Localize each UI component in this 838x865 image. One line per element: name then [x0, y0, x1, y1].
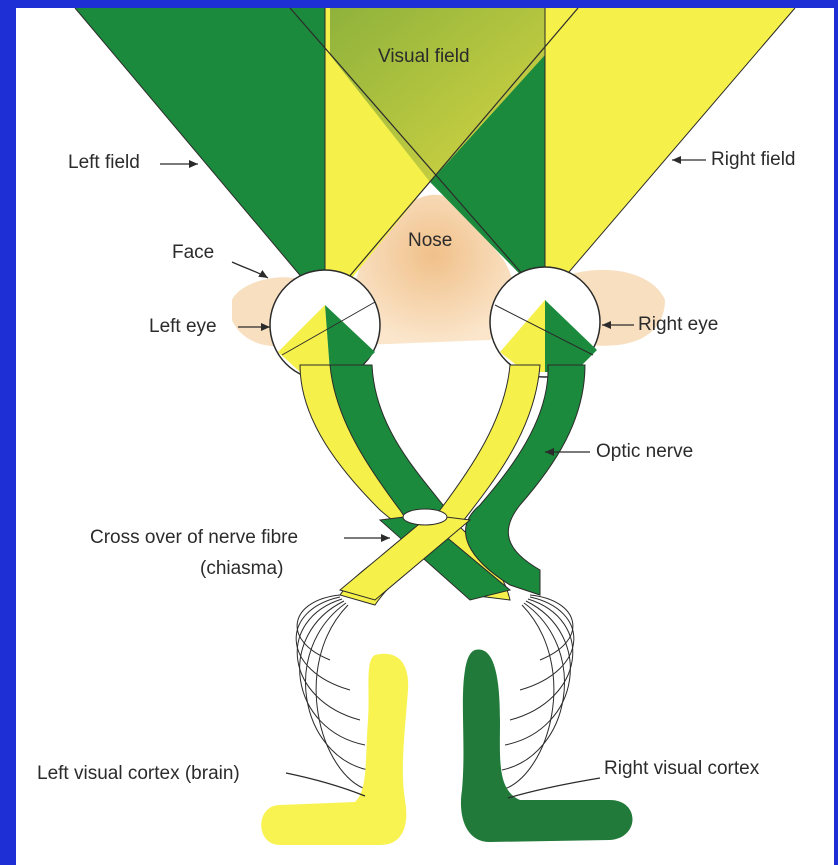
face-label: Face	[172, 242, 214, 263]
nose-label: Nose	[408, 230, 452, 251]
left-field-label: Left field	[68, 152, 140, 173]
left-eye-label: Left eye	[149, 316, 217, 337]
right-eye-label: Right eye	[638, 314, 718, 335]
left-eye-icon	[270, 270, 380, 380]
chiasma-label-line1: Cross over of nerve fibre	[90, 527, 298, 548]
visual-field-label: Visual field	[378, 46, 470, 67]
right-eye-icon	[490, 267, 600, 377]
left-cortex-label: Left visual cortex (brain)	[37, 763, 240, 784]
chiasma-label-line2: (chiasma)	[200, 558, 283, 579]
right-field-label: Right field	[711, 149, 796, 170]
optic-nerve-label: Optic nerve	[596, 441, 693, 462]
right-cortex-label: Right visual cortex	[604, 758, 760, 779]
